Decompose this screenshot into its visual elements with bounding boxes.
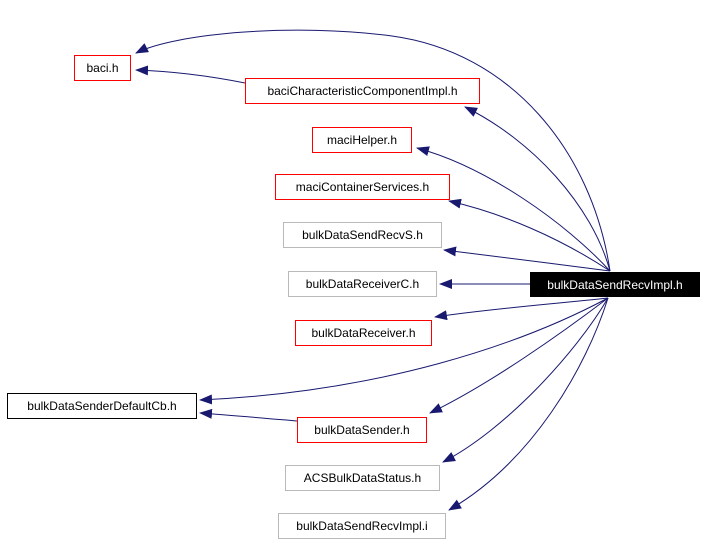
edge-bulkDataSendRecvImpl-h-to-maciContainerServices-h bbox=[448, 198, 611, 272]
edge-bulkDataSendRecvImpl-h-to-baciCharacteristicComponentImpl-h bbox=[464, 106, 611, 272]
graph-node-bulkDataSender-h[interactable]: bulkDataSender.h bbox=[297, 417, 427, 443]
graph-node-maciHelper-h[interactable]: maciHelper.h bbox=[312, 127, 412, 153]
graph-node-bulkDataSendRecvS-h: bulkDataSendRecvS.h bbox=[283, 222, 442, 248]
edges-group bbox=[135, 29, 611, 511]
edge-bulkDataSendRecvImpl-h-to-bulkDataSendRecvS-h bbox=[443, 246, 611, 272]
edge-bulkDataSendRecvImpl-h-to-bulkDataSenderDefaultCb-h bbox=[199, 297, 609, 405]
edge-bulkDataSendRecvImpl-h-to-bulkDataSender-h bbox=[429, 297, 609, 414]
graph-node-maciContainerServices-h[interactable]: maciContainerServices.h bbox=[275, 174, 450, 200]
graph-node-bulkDataReceiver-h[interactable]: bulkDataReceiver.h bbox=[295, 320, 432, 346]
graph-node-bulkDataSendRecvImpl-i: bulkDataSendRecvImpl.i bbox=[278, 513, 446, 539]
edge-bulkDataSendRecvImpl-h-to-bulkDataReceiver-h bbox=[434, 297, 609, 321]
graph-node-baci-h[interactable]: baci.h bbox=[74, 55, 131, 81]
graph-node-bulkDataSenderDefaultCb-h[interactable]: bulkDataSenderDefaultCb.h bbox=[7, 393, 197, 419]
graph-node-bulkDataReceiverC-h: bulkDataReceiverC.h bbox=[288, 271, 437, 297]
graph-node-bulkDataSendRecvImpl-h: bulkDataSendRecvImpl.h bbox=[530, 272, 700, 297]
graph-node-baciCharacteristicComponentImpl-h[interactable]: baciCharacteristicComponentImpl.h bbox=[245, 78, 480, 104]
edge-bulkDataSendRecvImpl-h-to-ACSBulkDataStatus-h bbox=[442, 297, 609, 463]
edge-bulkDataSendRecvImpl-h-to-baci-h bbox=[135, 29, 611, 272]
graph-node-ACSBulkDataStatus-h: ACSBulkDataStatus.h bbox=[285, 465, 440, 491]
edge-baciCharacteristicComponentImpl-h-to-baci-h bbox=[135, 65, 246, 84]
edge-bulkDataSender-h-to-bulkDataSenderDefaultCb-h bbox=[199, 408, 298, 422]
edge-bulkDataSendRecvImpl-h-to-maciHelper-h bbox=[416, 146, 611, 272]
edge-bulkDataSendRecvImpl-h-to-bulkDataSendRecvImpl-i bbox=[448, 297, 609, 511]
